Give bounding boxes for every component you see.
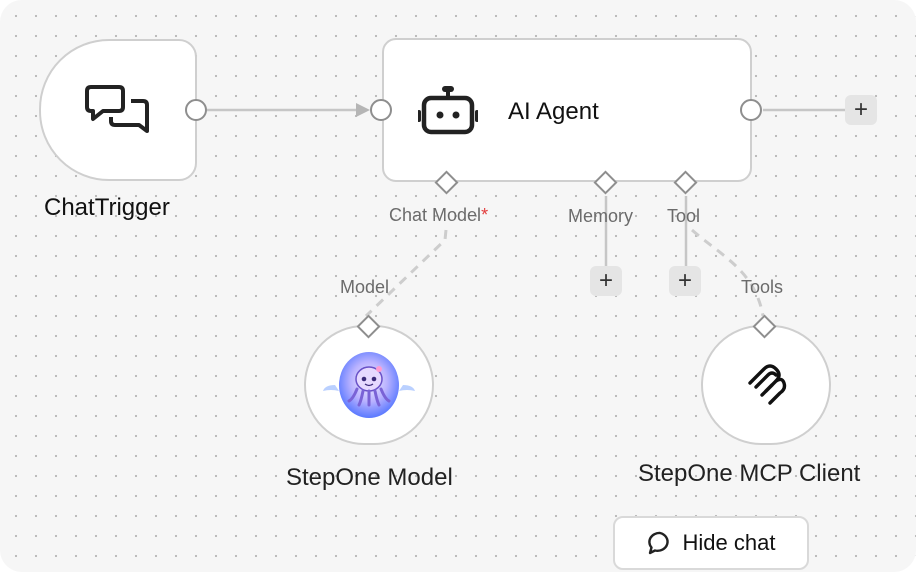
hide-chat-label: Hide chat [682, 530, 776, 555]
ai-agent-title: AI Agent [508, 98, 599, 125]
stepone-mcp-client-title: StepOne MCP Client [638, 460, 861, 487]
octopus-mascot-icon [323, 352, 415, 418]
ai-agent-input-port[interactable] [370, 99, 392, 121]
tool-port-label: Tool [667, 206, 701, 226]
robot-icon [418, 86, 478, 135]
chat-model-port-label: Chat Model* [389, 205, 488, 226]
stepone-model-title: StepOne Model [286, 464, 453, 491]
wire-chat-model[interactable] [364, 229, 448, 318]
ai-agent-node[interactable]: AI Agent [382, 38, 752, 182]
chat-trigger-node[interactable] [39, 39, 197, 181]
wire-tool-to-mcp[interactable] [691, 228, 765, 317]
stepone-model-node[interactable] [304, 325, 434, 445]
chat-trigger-title: ChatTrigger [44, 194, 170, 221]
chat-bubbles-icon [85, 85, 149, 133]
wire-arrowhead [356, 103, 370, 117]
stepone-mcp-client-node[interactable] [701, 325, 831, 445]
memory-port-label: Memory [568, 206, 634, 226]
add-output-button[interactable]: + [845, 95, 877, 125]
chat-model-label-text: Chat Model [389, 205, 482, 225]
mcp-logo-icon [748, 364, 787, 405]
add-memory-button[interactable]: + [590, 266, 622, 296]
chat-trigger-output-port[interactable] [185, 99, 207, 121]
hide-chat-button[interactable]: Hide chat [613, 516, 809, 570]
ai-agent-output-port[interactable] [740, 99, 762, 121]
model-port-label: Model [340, 277, 390, 297]
tools-port-label: Tools [741, 277, 784, 297]
chat-bubble-icon [647, 531, 669, 555]
required-asterisk: * [481, 205, 489, 225]
add-tool-button[interactable]: + [669, 266, 701, 296]
